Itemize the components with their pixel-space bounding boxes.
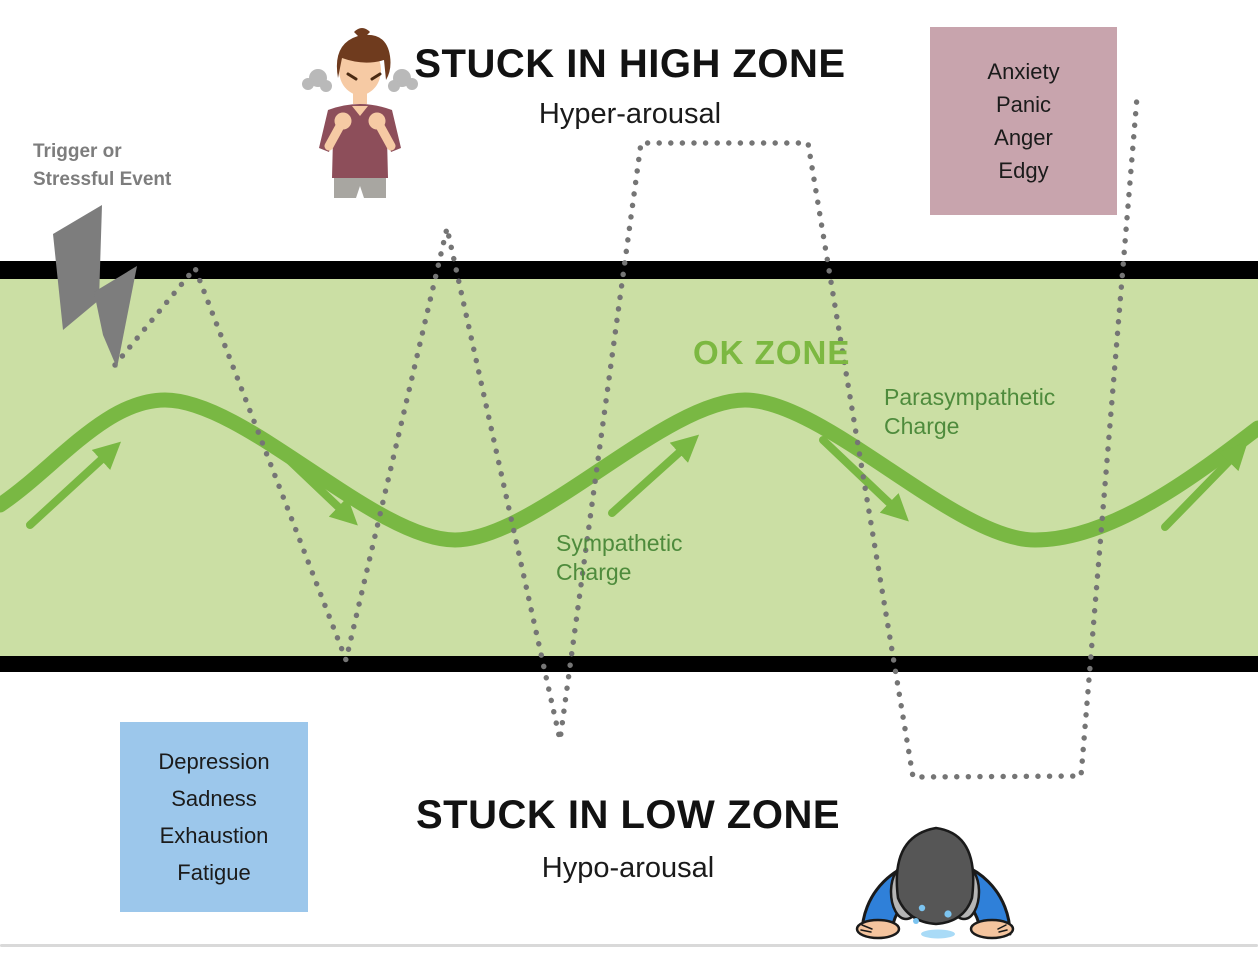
symptom-item: Fatigue	[177, 860, 251, 885]
bottom-boundary-bar	[0, 656, 1258, 672]
angry-person-icon	[302, 28, 418, 198]
symptom-item: Anger	[994, 125, 1053, 150]
high-zone-subtitle: Hyper-arousal	[538, 98, 722, 130]
low-zone-symptoms-box: Depression Sadness Exhaustion Fatigue	[120, 722, 308, 912]
top-boundary-bar	[0, 261, 1258, 279]
symptom-item: Exhaustion	[159, 823, 269, 848]
sympathetic-charge-label: Sympathetic Charge	[556, 529, 683, 587]
parasympathetic-line1: Parasympathetic	[884, 384, 1056, 410]
parasympathetic-charge-label: Parasympathetic Charge	[884, 383, 1055, 441]
symptom-item: Sadness	[171, 786, 257, 811]
sympathetic-line2: Charge	[556, 559, 632, 585]
high-zone-symptoms-box: Anxiety Panic Anger Edgy	[930, 27, 1117, 215]
bowing-person-icon	[855, 826, 1015, 940]
sympathetic-line1: Sympathetic	[556, 530, 683, 556]
symptom-item: Depression	[158, 749, 270, 774]
ok-zone-label: OK ZONE	[693, 334, 851, 371]
trigger-label-line2: Stressful Event	[33, 169, 172, 190]
low-zone-subtitle: Hypo-arousal	[541, 852, 715, 884]
trigger-label: Trigger or Stressful Event	[33, 138, 171, 194]
parasympathetic-line2: Charge	[884, 413, 960, 439]
trigger-label-line1: Trigger or	[33, 141, 122, 162]
ok-zone-band	[0, 279, 1258, 656]
symptom-item: Edgy	[998, 158, 1049, 183]
page-edge-divider	[0, 944, 1258, 947]
symptom-item: Anxiety	[987, 59, 1060, 84]
symptom-item: Panic	[995, 92, 1052, 117]
high-zone-title: STUCK IN HIGH ZONE	[414, 42, 846, 86]
low-zone-title: STUCK IN LOW ZONE	[415, 793, 841, 837]
